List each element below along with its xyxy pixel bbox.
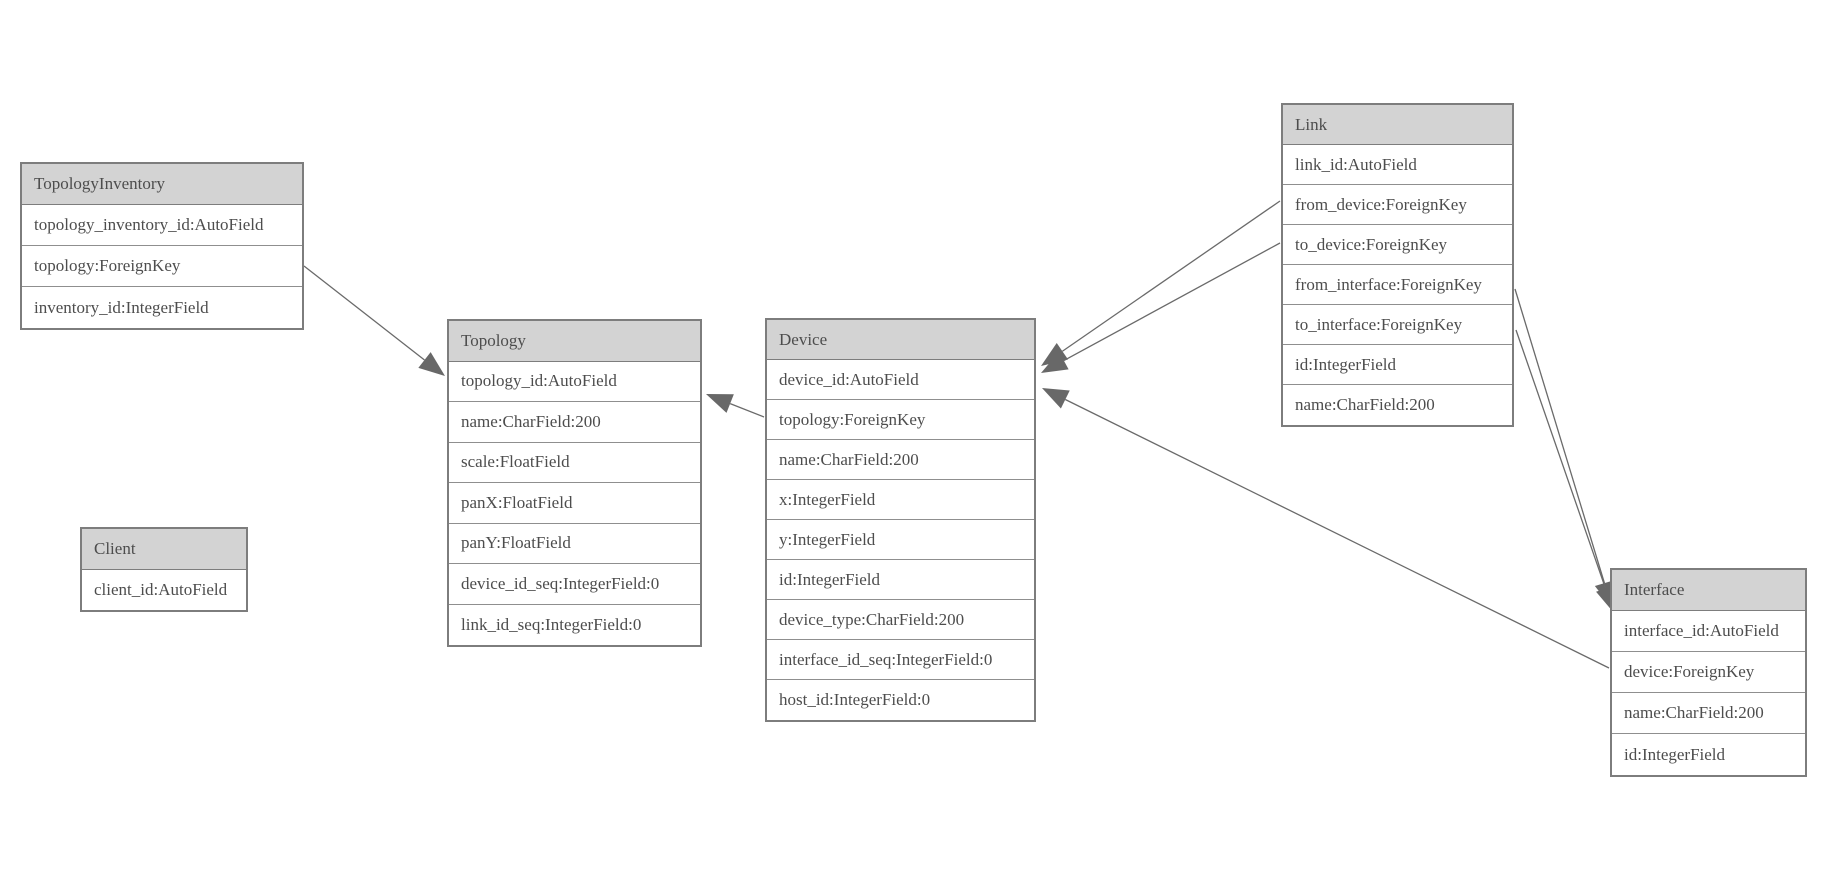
table-header-link: Link (1283, 105, 1512, 145)
field-row-interface-3: id:IntegerField (1612, 734, 1805, 775)
table-header-topology: Topology (449, 321, 700, 362)
field-row-topologyinventory-2: inventory_id:IntegerField (22, 287, 302, 328)
relation-line-5 (1514, 288, 1606, 584)
field-row-topology-1: name:CharField:200 (449, 402, 700, 443)
field-row-interface-2: name:CharField:200 (1612, 693, 1805, 734)
field-row-link-5: id:IntegerField (1283, 345, 1512, 385)
arrowhead-icon-0 (418, 352, 445, 376)
field-row-topology-3: panX:FloatField (449, 483, 700, 524)
relation-line-3 (1063, 242, 1281, 362)
field-row-topology-5: device_id_seq:IntegerField:0 (449, 564, 700, 605)
field-row-device-5: id:IntegerField (767, 560, 1034, 600)
field-row-link-0: link_id:AutoField (1283, 145, 1512, 185)
field-row-device-0: device_id:AutoField (767, 360, 1034, 400)
field-row-topology-2: scale:FloatField (449, 442, 700, 483)
arrowhead-icon-3 (1041, 351, 1069, 373)
field-row-link-6: name:CharField:200 (1283, 385, 1512, 425)
field-row-interface-0: interface_id:AutoField (1612, 611, 1805, 652)
field-row-device-7: interface_id_seq:IntegerField:0 (767, 640, 1034, 680)
field-row-device-8: host_id:IntegerField:0 (767, 680, 1034, 720)
field-row-link-4: to_interface:ForeignKey (1283, 305, 1512, 345)
field-row-device-2: name:CharField:200 (767, 440, 1034, 480)
arrowhead-icon-4 (1042, 388, 1070, 409)
field-row-interface-1: device:ForeignKey (1612, 652, 1805, 693)
table-header-topologyinventory: TopologyInventory (22, 164, 302, 205)
relation-line-1 (729, 402, 765, 418)
relation-line-4 (1065, 398, 1610, 669)
table-header-device: Device (767, 320, 1034, 360)
table-header-client: Client (82, 529, 246, 570)
field-row-link-3: from_interface:ForeignKey (1283, 265, 1512, 305)
table-header-interface: Interface (1612, 570, 1805, 611)
relation-line-6 (1515, 329, 1607, 589)
field-row-device-1: topology:ForeignKey (767, 400, 1034, 440)
field-row-topologyinventory-1: topology:ForeignKey (22, 246, 302, 287)
field-row-topologyinventory-0: topology_inventory_id:AutoField (22, 205, 302, 246)
field-row-topology-4: panY:FloatField (449, 523, 700, 564)
field-row-topology-0: topology_id:AutoField (449, 361, 700, 402)
field-row-device-3: x:IntegerField (767, 480, 1034, 520)
field-row-link-1: from_device:ForeignKey (1283, 185, 1512, 225)
relation-line-2 (1062, 200, 1281, 352)
arrowhead-icon-1 (706, 394, 734, 413)
field-row-device-6: device_type:CharField:200 (767, 600, 1034, 640)
field-row-device-4: y:IntegerField (767, 520, 1034, 560)
relation-line-0 (303, 265, 425, 361)
field-row-topology-6: link_id_seq:IntegerField:0 (449, 604, 700, 645)
field-row-link-2: to_device:ForeignKey (1283, 225, 1512, 265)
field-row-client-0: client_id:AutoField (82, 569, 246, 610)
